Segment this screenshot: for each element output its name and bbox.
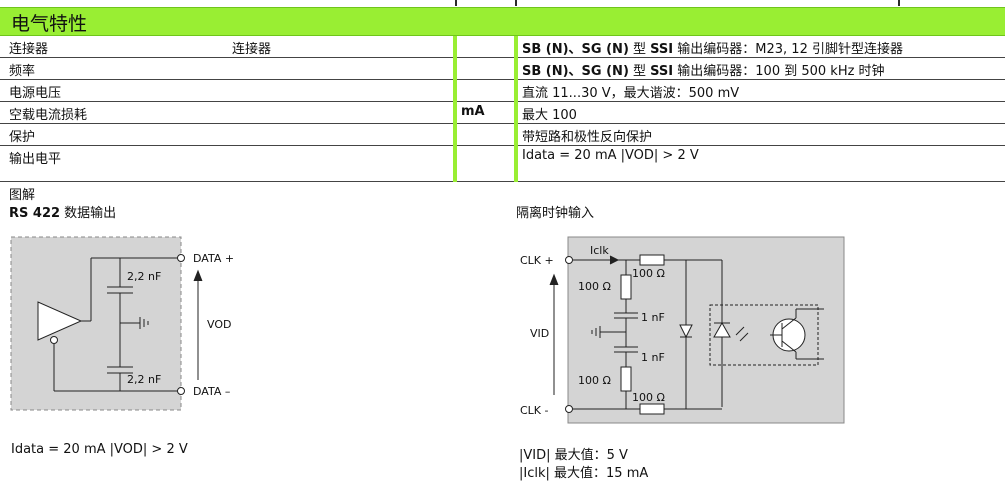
section-title: 电气特性 [11,13,88,35]
c-top-label: 1 nF [641,311,665,324]
resistor-top [639,254,665,266]
table-row: 输出电平 Idata = 20 mA |VOD| > 2 V [0,146,1005,182]
resistor-bottom [639,403,665,415]
right-diagram-caption-1: |VID| 最大值：5 V [519,448,628,463]
vid-label: VID [530,327,549,340]
row-value: 带短路和极性反向保护 [522,130,653,145]
iclk-label: Iclk [590,244,609,257]
cap-bottom-label: 2,2 nF [127,373,161,386]
legend-left-heading: RS 422 数据输出 [9,206,117,221]
row-label: 频率 [9,64,36,79]
row-label: 空载电流损耗 [9,108,88,123]
row-label: 输出电平 [9,152,62,167]
row-value: SB (N)、SG (N) 型 SSI 输出编码器：100 到 500 kHz … [522,64,885,79]
legend-title: 图解 [9,188,36,203]
column-divider [453,36,457,182]
legend-right-heading: 隔离时钟输入 [516,206,595,221]
row-label: 连接器 [9,42,49,57]
table-row: 空载电流损耗 mA 最大 100 [0,102,1005,124]
driver-triangle-icon [37,301,83,341]
table-row: 频率 SB (N)、SG (N) 型 SSI 输出编码器：100 到 500 k… [0,58,1005,80]
row-sub-label: 连接器 [232,42,272,57]
r-top-label: 100 Ω [632,267,665,280]
rs422-output-diagram: 2,2 nF 2,2 nF DATA + DATA – VOD [10,236,234,411]
vod-label: VOD [207,318,231,331]
optocoupler-box [709,304,819,366]
clk-plus-label: CLK + [520,254,554,267]
table-row: 电源电压 直流 11...30 V，最大谐波：500 mV [0,80,1005,102]
table-row: 连接器 连接器 SB (N)、SG (N) 型 SSI 输出编码器：M23, 1… [0,36,1005,58]
top-border-stubs [0,0,1005,6]
row-value: 直流 11...30 V，最大谐波：500 mV [522,86,740,101]
c-bottom-label: 1 nF [641,351,665,364]
clk-minus-label: CLK - [520,404,549,417]
row-value: 最大 100 [522,108,577,123]
r-left-bottom-label: 100 Ω [578,374,611,387]
data-minus-label: DATA – [193,385,230,398]
r-left-top-label: 100 Ω [578,280,611,293]
row-unit: mA [461,104,485,119]
cap-top-label: 2,2 nF [127,270,161,283]
row-value: Idata = 20 mA |VOD| > 2 V [522,148,699,163]
data-plus-label: DATA + [193,252,234,265]
row-label: 保护 [9,130,36,145]
left-diagram-caption: Idata = 20 mA |VOD| > 2 V [11,442,188,457]
column-divider [514,36,518,182]
row-label: 电源电压 [9,86,62,101]
section-header: 电气特性 [0,7,1005,36]
row-value: SB (N)、SG (N) 型 SSI 输出编码器：M23, 12 引脚针型连接… [522,42,903,57]
table-row: 保护 带短路和极性反向保护 [0,124,1005,146]
isolated-clock-input-diagram: Iclk 100 Ω 100 Ω 1 nF 1 nF 100 Ω 100 Ω C… [520,236,845,424]
right-diagram-caption-2: |Iclk| 最大值：15 mA [519,466,649,481]
r-bottom-label: 100 Ω [632,391,665,404]
